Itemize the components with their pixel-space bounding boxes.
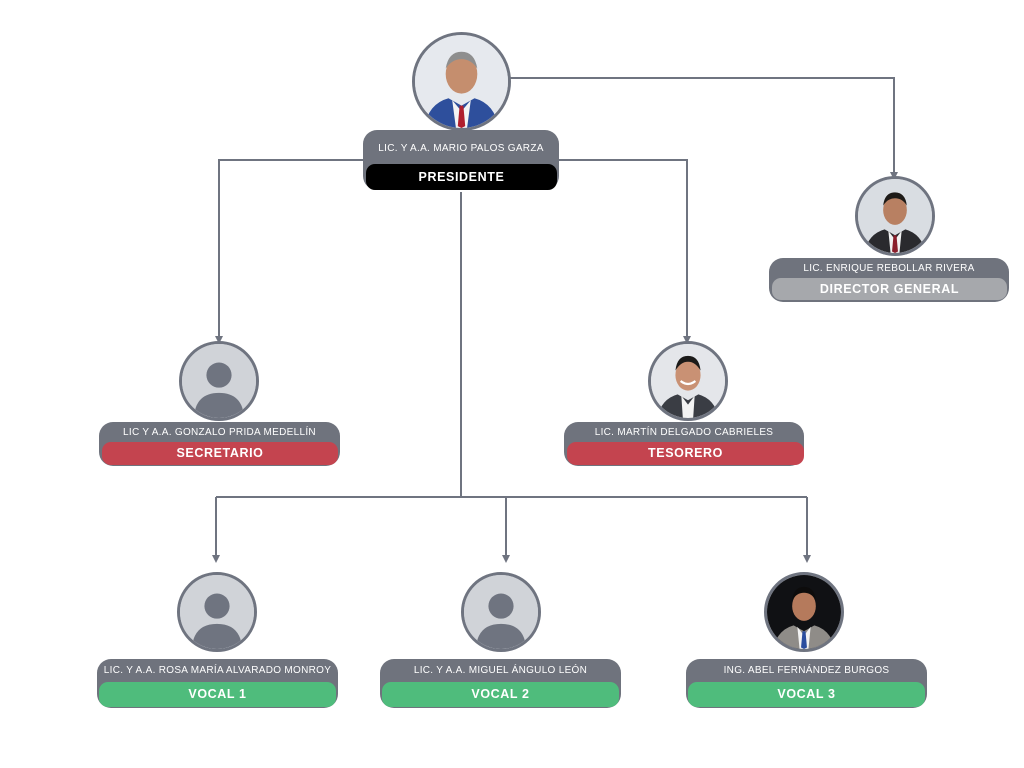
vocal-2-photo — [461, 572, 541, 652]
vocal-1-name: LIC. Y A.A. ROSA MARÍA ALVARADO MONROY — [103, 665, 332, 676]
director-role: DIRECTOR GENERAL — [819, 282, 960, 296]
person-placeholder-icon — [204, 593, 230, 619]
vocal-2-role: VOCAL 2 — [471, 687, 530, 701]
president-name: LIC. Y A.A. MARIO PALOS GARZA — [378, 143, 544, 154]
secretary-photo — [179, 341, 259, 421]
secretary-role-badge: SECRETARIO — [102, 442, 338, 465]
vocal-3-photo — [764, 572, 844, 652]
vocal-2-name: LIC. Y A.A. MIGUEL ÁNGULO LEÓN — [413, 665, 588, 676]
connector-president-director — [510, 77, 898, 180]
vocal-1-role: VOCAL 1 — [188, 687, 247, 701]
vocal-2-role-badge: VOCAL 2 — [382, 682, 619, 707]
connector-president-secretary — [215, 159, 364, 344]
vocal-3-role-badge: VOCAL 3 — [688, 682, 925, 707]
director-photo — [855, 176, 935, 256]
connector-president-treasurer — [558, 159, 691, 344]
vocal-1-role-badge: VOCAL 1 — [99, 682, 336, 707]
treasurer-role: TESORERO — [648, 446, 723, 460]
vocal-1-photo — [177, 572, 257, 652]
treasurer-name: LIC. MARTÍN DELGADO CABRIELES — [594, 427, 774, 438]
vocal-3-role: VOCAL 3 — [777, 687, 836, 701]
president-role: PRESIDENTE — [418, 170, 505, 184]
secretary-name: LIC Y A.A. GONZALO PRIDA MEDELLÍN — [123, 427, 316, 438]
treasurer-photo — [648, 341, 728, 421]
president-photo — [412, 32, 511, 131]
president-role-badge: PRESIDENTE — [366, 164, 557, 190]
treasurer-role-badge: TESORERO — [567, 442, 804, 465]
secretary-role: SECRETARIO — [176, 446, 264, 460]
director-role-badge: DIRECTOR GENERAL — [772, 278, 1007, 300]
person-placeholder-icon — [206, 362, 232, 388]
person-placeholder-icon — [488, 593, 514, 619]
director-name: LIC. ENRIQUE REBOLLAR RIVERA — [803, 263, 975, 274]
vocal-3-name: ING. ABEL FERNÁNDEZ BURGOS — [723, 665, 890, 676]
